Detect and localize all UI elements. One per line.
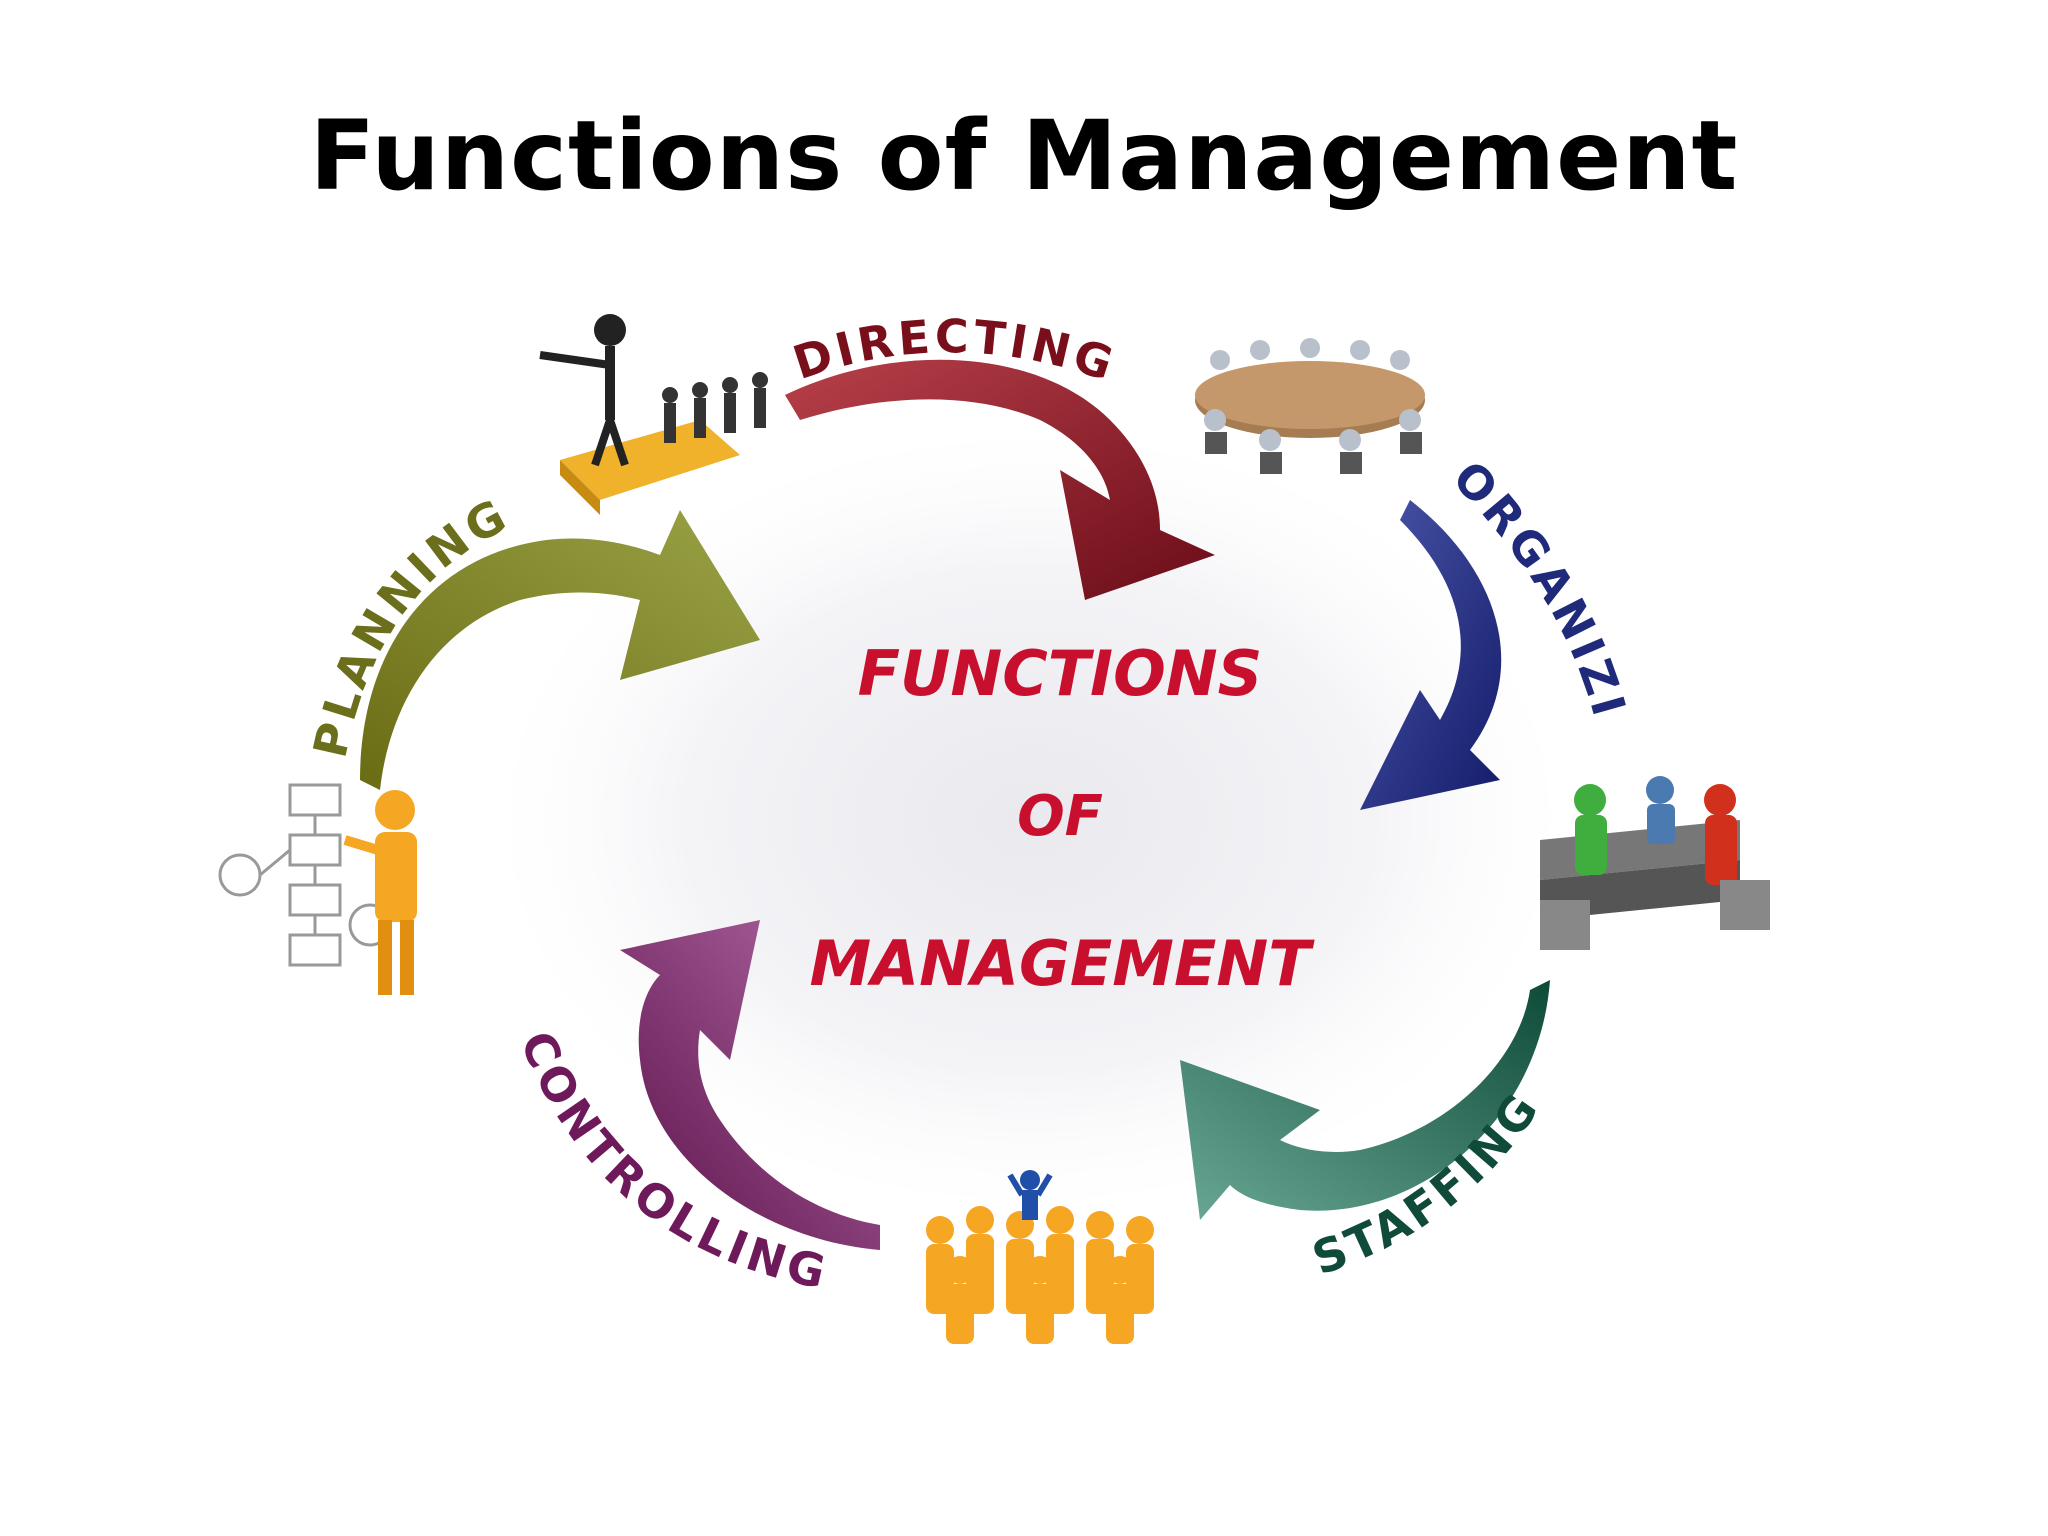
slide-title: Functions of Management: [309, 100, 1739, 212]
center-text-management: MANAGEMENT: [809, 927, 1315, 1000]
organizing-arrow: [1360, 500, 1502, 810]
controlling-arrow: [620, 920, 880, 1250]
center-text-functions: FUNCTIONS: [858, 637, 1263, 710]
directing-arrow: [785, 359, 1215, 600]
staffing-arrow: [1180, 980, 1550, 1220]
meeting-table-icon: [1195, 338, 1425, 474]
center-cloud: [510, 440, 1550, 1200]
interview-desk-icon: [1540, 776, 1770, 950]
center-text-of: OF: [1017, 784, 1103, 849]
crowd-team-icon: [926, 1170, 1154, 1344]
planning-flowchart-icon: [218, 783, 417, 995]
planning-arrow: [360, 510, 760, 790]
directing-figure-icon: [539, 314, 768, 515]
